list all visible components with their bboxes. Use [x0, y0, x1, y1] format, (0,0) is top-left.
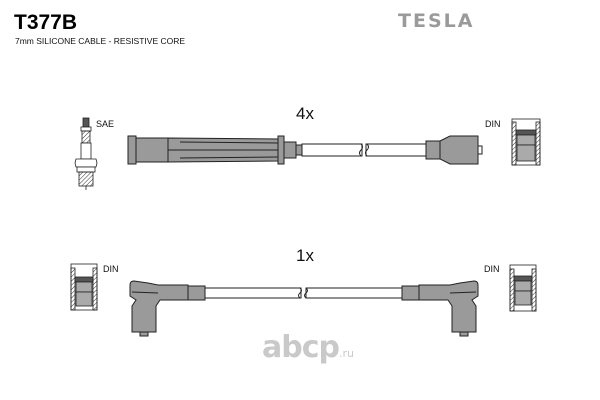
din-terminal-icon	[509, 264, 537, 312]
quantity-label-row-2: 1x	[296, 246, 314, 265]
cable-row-1	[301, 143, 427, 157]
angled-boot-row-2-right	[401, 280, 479, 337]
terminal-label-din-row-1: DIN	[485, 119, 501, 129]
straight-cap-row-1	[425, 135, 483, 165]
cable-row-2	[204, 287, 403, 299]
cable-description: 7mm SILICONE CABLE - RESISTIVE CORE	[15, 36, 186, 46]
terminal-label-sae: SAE	[96, 119, 115, 129]
din-terminal-icon	[70, 263, 98, 311]
brand-logo: TESLA	[398, 10, 475, 32]
din-terminal-icon	[511, 118, 541, 166]
terminal-label-din-row-2-left: DIN	[103, 264, 119, 274]
watermark: abcp.ru	[262, 330, 354, 365]
quantity-label-row-1: 4x	[296, 104, 314, 123]
watermark-text: abcp	[262, 330, 340, 365]
angled-boot-row-2-left	[129, 280, 206, 337]
spark-plug-icon	[74, 117, 98, 190]
terminal-label-din-row-2-right: DIN	[484, 264, 500, 274]
part-number: T377B	[14, 11, 78, 34]
straight-boot-row-1	[127, 135, 303, 165]
watermark-suffix: .ru	[338, 347, 354, 360]
